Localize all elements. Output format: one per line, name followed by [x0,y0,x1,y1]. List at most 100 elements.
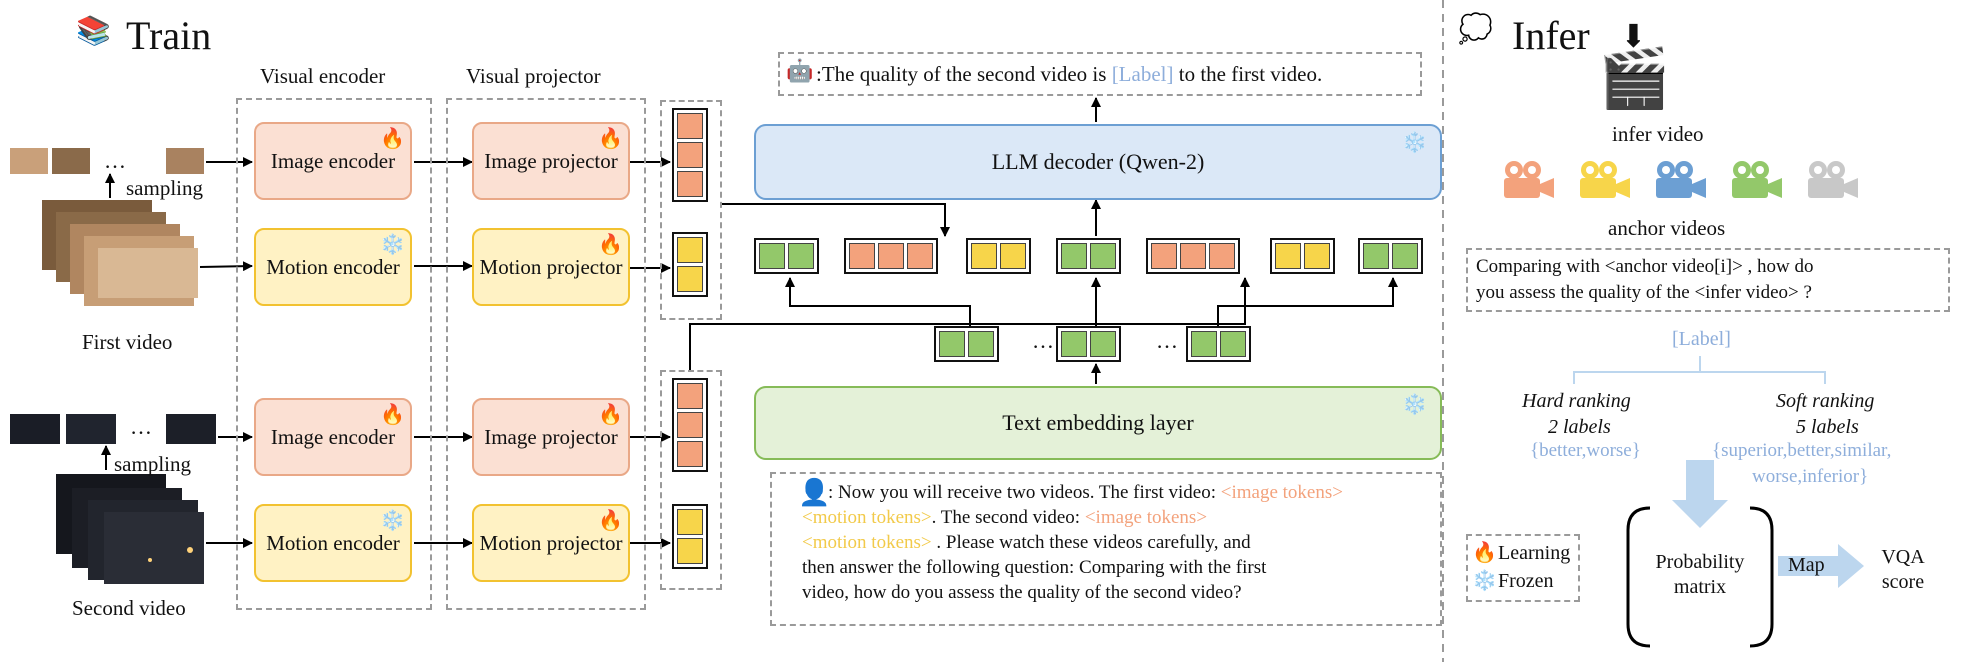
image-projector-1: Image projector [472,122,630,200]
motion-projector-2: Motion projector [472,504,630,582]
token-cell [788,243,814,269]
second-image-tokens [672,378,708,472]
image-projector-2: Image projector [472,398,630,476]
token-cell [1151,243,1177,269]
snowflake-icon: ❄️ [1402,394,1427,416]
infer-label: [Label] [1672,328,1731,350]
legend-box [1466,534,1580,602]
seq-text-tokens-2 [1056,238,1121,274]
clapperboard-icon: 🎬 [1598,46,1671,111]
thought-cloud-icon: 💭 [1458,14,1493,45]
visual-encoder-header: Visual encoder [260,64,386,88]
token-cell [677,113,703,139]
token-cell [849,243,875,269]
fire-icon: 🔥 [380,128,405,150]
vqa-score: VQA score [1881,546,1925,593]
infer-question: Comparing with <anchor video[i]> , how d… [1476,256,1814,303]
second-video-frames [10,414,216,584]
output-box [778,52,1422,96]
robot-icon: 🤖 [786,58,814,83]
token-cell [677,171,703,197]
token-cell [907,243,933,269]
probability-matrix: Probability matrix [1655,551,1745,598]
legend-fire-icon: 🔥 [1472,542,1497,564]
camera-icon [1504,161,1554,198]
token-cell [1275,243,1301,269]
visual-encoder-group [236,98,432,610]
token-cell [759,243,785,269]
infer-title: Infer [1512,13,1590,58]
token-cell [1000,243,1026,269]
token-cell [971,243,997,269]
second-motion-tokens [672,504,708,569]
token-cell [677,509,703,535]
soft-ranking-values-1: {superior,better,similar, [1712,440,1892,461]
fire-icon: 🔥 [380,404,405,426]
text-tokens-1 [934,326,999,362]
seq-image-tokens-2 [1146,238,1240,274]
motion-projector-1: Motion projector [472,228,630,306]
token-cell [1090,331,1116,357]
token-cell [939,331,965,357]
legend-snowflake-icon: ❄️ [1472,570,1497,592]
text-token-dots-2: … [1156,328,1178,353]
token-cell [677,266,703,292]
soft-ranking-values-2: worse,inferior} [1752,466,1869,487]
dots-2: … [130,414,152,439]
seq-text-tokens-1 [754,238,819,274]
soft-ranking-count: 5 labels [1796,416,1859,438]
snowflake-icon: ❄️ [380,510,405,532]
token-cell [1363,243,1389,269]
first-video-token-group [660,100,722,320]
token-cell [1061,331,1087,357]
infer-video-label: infer video [1612,122,1704,146]
image-encoder-1: Image encoder [254,122,412,200]
infer-question-box [1466,248,1950,312]
visual-projector-header: Visual projector [466,64,601,88]
fire-icon: 🔥 [598,510,623,532]
token-cell [1191,331,1217,357]
hard-ranking-title: Hard ranking [1522,390,1631,412]
token-cell [677,142,703,168]
sampling-label-1: sampling [126,176,203,200]
token-cell [1209,243,1235,269]
token-cell [1090,243,1116,269]
first-image-tokens [672,108,708,202]
token-cell [1304,243,1330,269]
camera-icon [1732,161,1782,198]
seq-text-tokens-3 [1358,238,1423,274]
second-video-label: Second video [72,596,186,620]
token-cell [677,383,703,409]
token-cell [1061,243,1087,269]
llm-decoder: LLM decoder (Qwen-2) [754,124,1442,200]
bookshelf-icon: 📚 [76,16,111,47]
image-encoder-2: Image encoder [254,398,412,476]
token-cell [968,331,994,357]
token-cell [878,243,904,269]
token-cell [1220,331,1246,357]
legend-learning: Learning [1498,542,1571,564]
dots-1: … [104,148,126,173]
token-cell [677,237,703,263]
sampling-label-2: sampling [114,452,191,476]
text-embedding-layer: Text embedding layer [754,386,1442,460]
snowflake-icon: ❄️ [1402,132,1427,154]
first-video-label: First video [82,330,173,354]
first-motion-tokens [672,232,708,297]
seq-motion-tokens-2 [1270,238,1335,274]
output-sentence: :The quality of the second video is [Lab… [816,62,1323,86]
visual-projector-group [446,98,646,610]
second-video-token-group [660,370,722,590]
fire-icon: 🔥 [598,128,623,150]
seq-motion-tokens-1 [966,238,1031,274]
legend-frozen: Frozen [1498,570,1554,592]
camera-icon [1580,161,1630,198]
hard-ranking-values: {better,worse} [1530,440,1641,461]
motion-encoder-1: Motion encoder [254,228,412,306]
user-icon: 👤 [798,478,831,507]
text-token-dots-1: … [1032,328,1054,353]
camera-icon [1808,161,1858,198]
anchor-videos-label: anchor videos [1608,216,1726,240]
train-title: Train [126,13,212,58]
